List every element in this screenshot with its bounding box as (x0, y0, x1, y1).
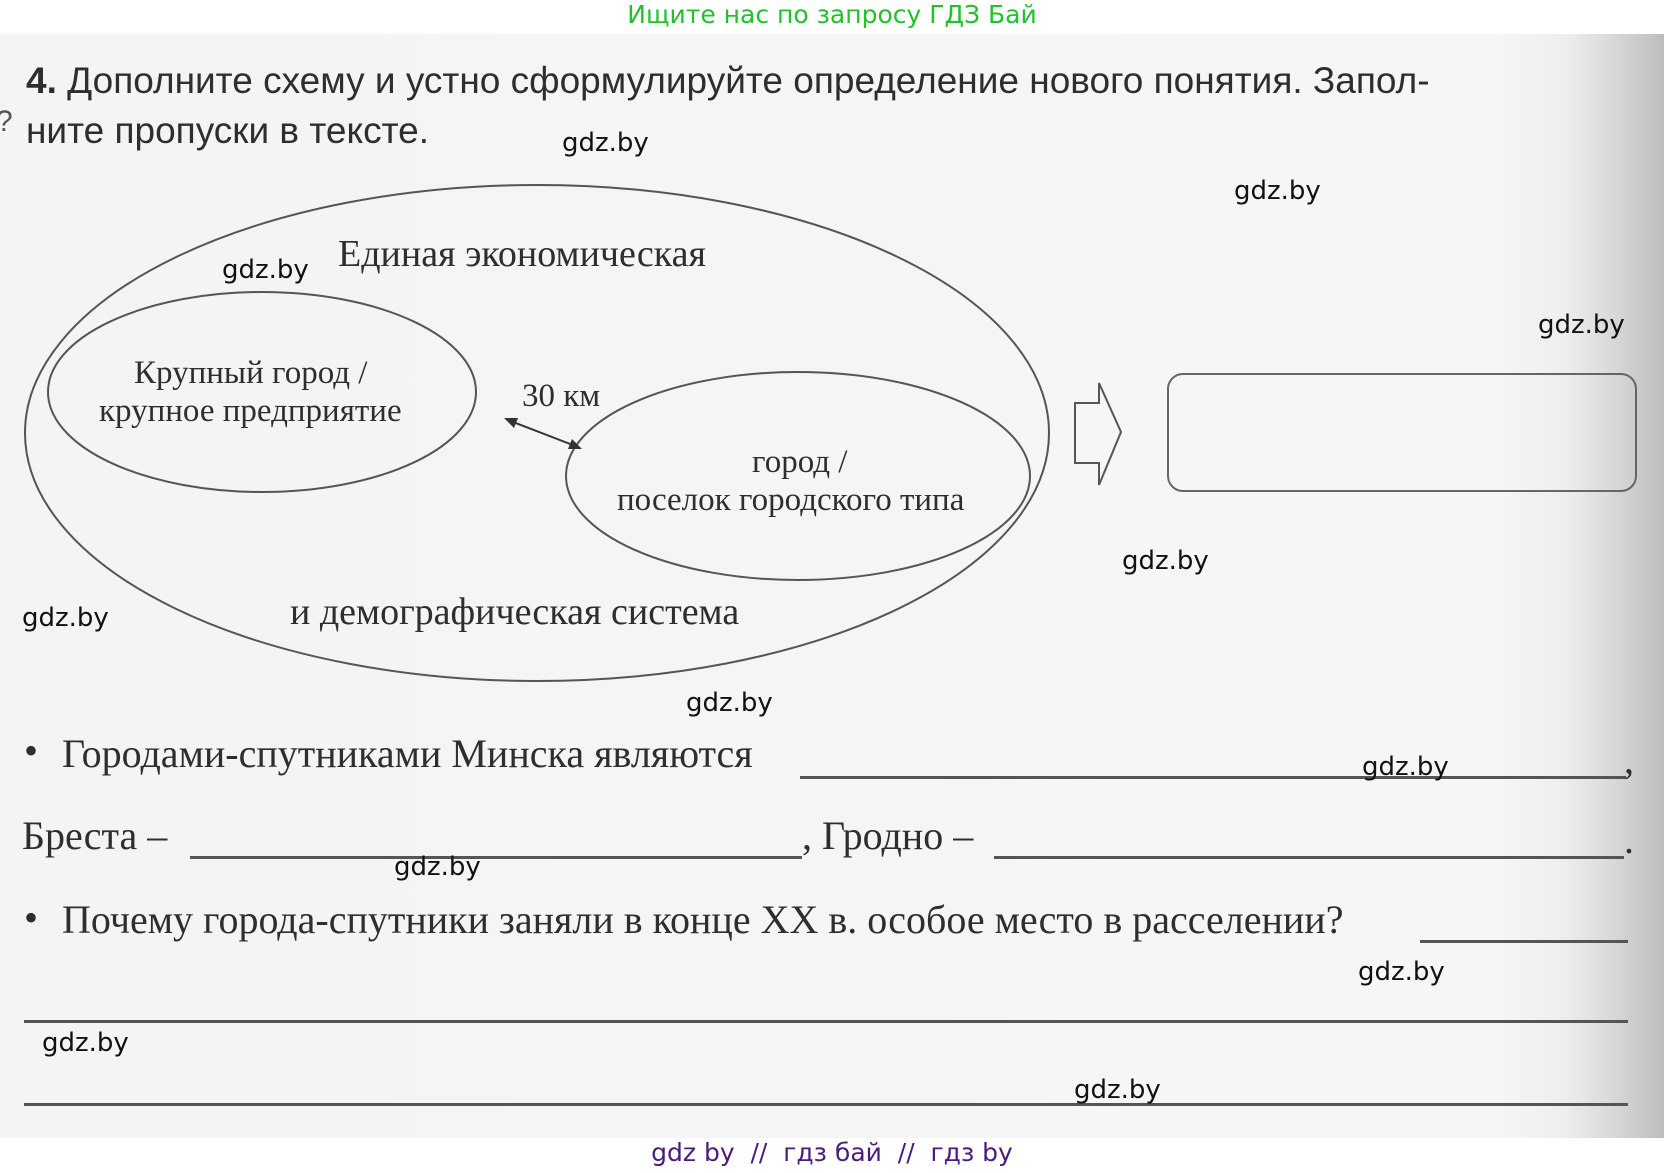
right-ellipse (565, 371, 1031, 581)
watermark: gdz.by (394, 852, 481, 882)
scheme-diagram (24, 184, 1123, 682)
arrowhead-left (504, 418, 518, 428)
grodno-satellites-blank[interactable] (994, 856, 1624, 859)
q3-text: Почему города-спутники заняли в конце XX… (62, 897, 1344, 942)
margin-mark-icon: ? (0, 105, 13, 139)
task-text-line1: Дополните схему и устно сформулируйте оп… (67, 60, 1430, 101)
task-number: 4. (26, 60, 57, 101)
watermark: gdz.by (1362, 752, 1449, 782)
bottom-banner: gdz by // гдз бай // гдз by (0, 1138, 1664, 1173)
outer-bottom-label: и демографическая система (290, 591, 740, 633)
watermark: gdz.by (1074, 1075, 1161, 1105)
watermark: gdz.by (1234, 176, 1321, 206)
right-ellipse-line2: поселок городского типа (617, 482, 965, 518)
q1-comma: , (1624, 737, 1634, 782)
watermark: gdz.by (222, 255, 309, 285)
task-text-line2: ните пропуски в тексте. (26, 110, 429, 151)
top-banner: Ищите нас по запросу ГДЗ Бай (0, 0, 1664, 34)
watermark: gdz.by (1122, 546, 1209, 576)
outer-ellipse (24, 184, 1050, 682)
block-arrow-icon (1074, 382, 1123, 486)
q2-period: . (1624, 817, 1634, 862)
task-heading: 4. Дополните схему и устно сформулируйте… (26, 56, 1646, 156)
grodno-label: , Гродно – (802, 813, 974, 858)
watermark: gdz.by (562, 128, 649, 158)
watermark: gdz.by (1538, 310, 1625, 340)
watermark: gdz.by (1358, 957, 1445, 987)
arrowhead-right (568, 439, 582, 449)
distance-label: 30 км (522, 378, 601, 414)
bullet-1: • (24, 728, 39, 773)
distance-arrow (507, 419, 579, 448)
brest-satellites-blank[interactable] (190, 856, 802, 859)
right-ellipse-line1: город / (752, 444, 848, 480)
bullet-2: • (24, 895, 39, 940)
left-ellipse (47, 291, 477, 493)
watermark: gdz.by (686, 688, 773, 718)
q3-answer-blank-2[interactable] (24, 1020, 1628, 1023)
definition-answer-box[interactable] (1167, 373, 1637, 492)
q1-text: Городами-спутниками Минска являются (62, 731, 753, 776)
textbook-page (0, 34, 1664, 1138)
watermark: gdz.by (22, 603, 109, 633)
brest-label: Бреста – (22, 813, 168, 858)
outer-top-label: Единая экономическая (338, 233, 706, 275)
minsk-satellites-blank[interactable] (800, 776, 1626, 779)
q3-answer-blank-1[interactable] (1420, 940, 1628, 943)
left-ellipse-line1: Крупный город / (134, 355, 368, 391)
watermark: gdz.by (42, 1028, 129, 1058)
q3-answer-blank-3[interactable] (24, 1103, 1628, 1106)
left-ellipse-line2: крупное предприятие (99, 393, 402, 429)
